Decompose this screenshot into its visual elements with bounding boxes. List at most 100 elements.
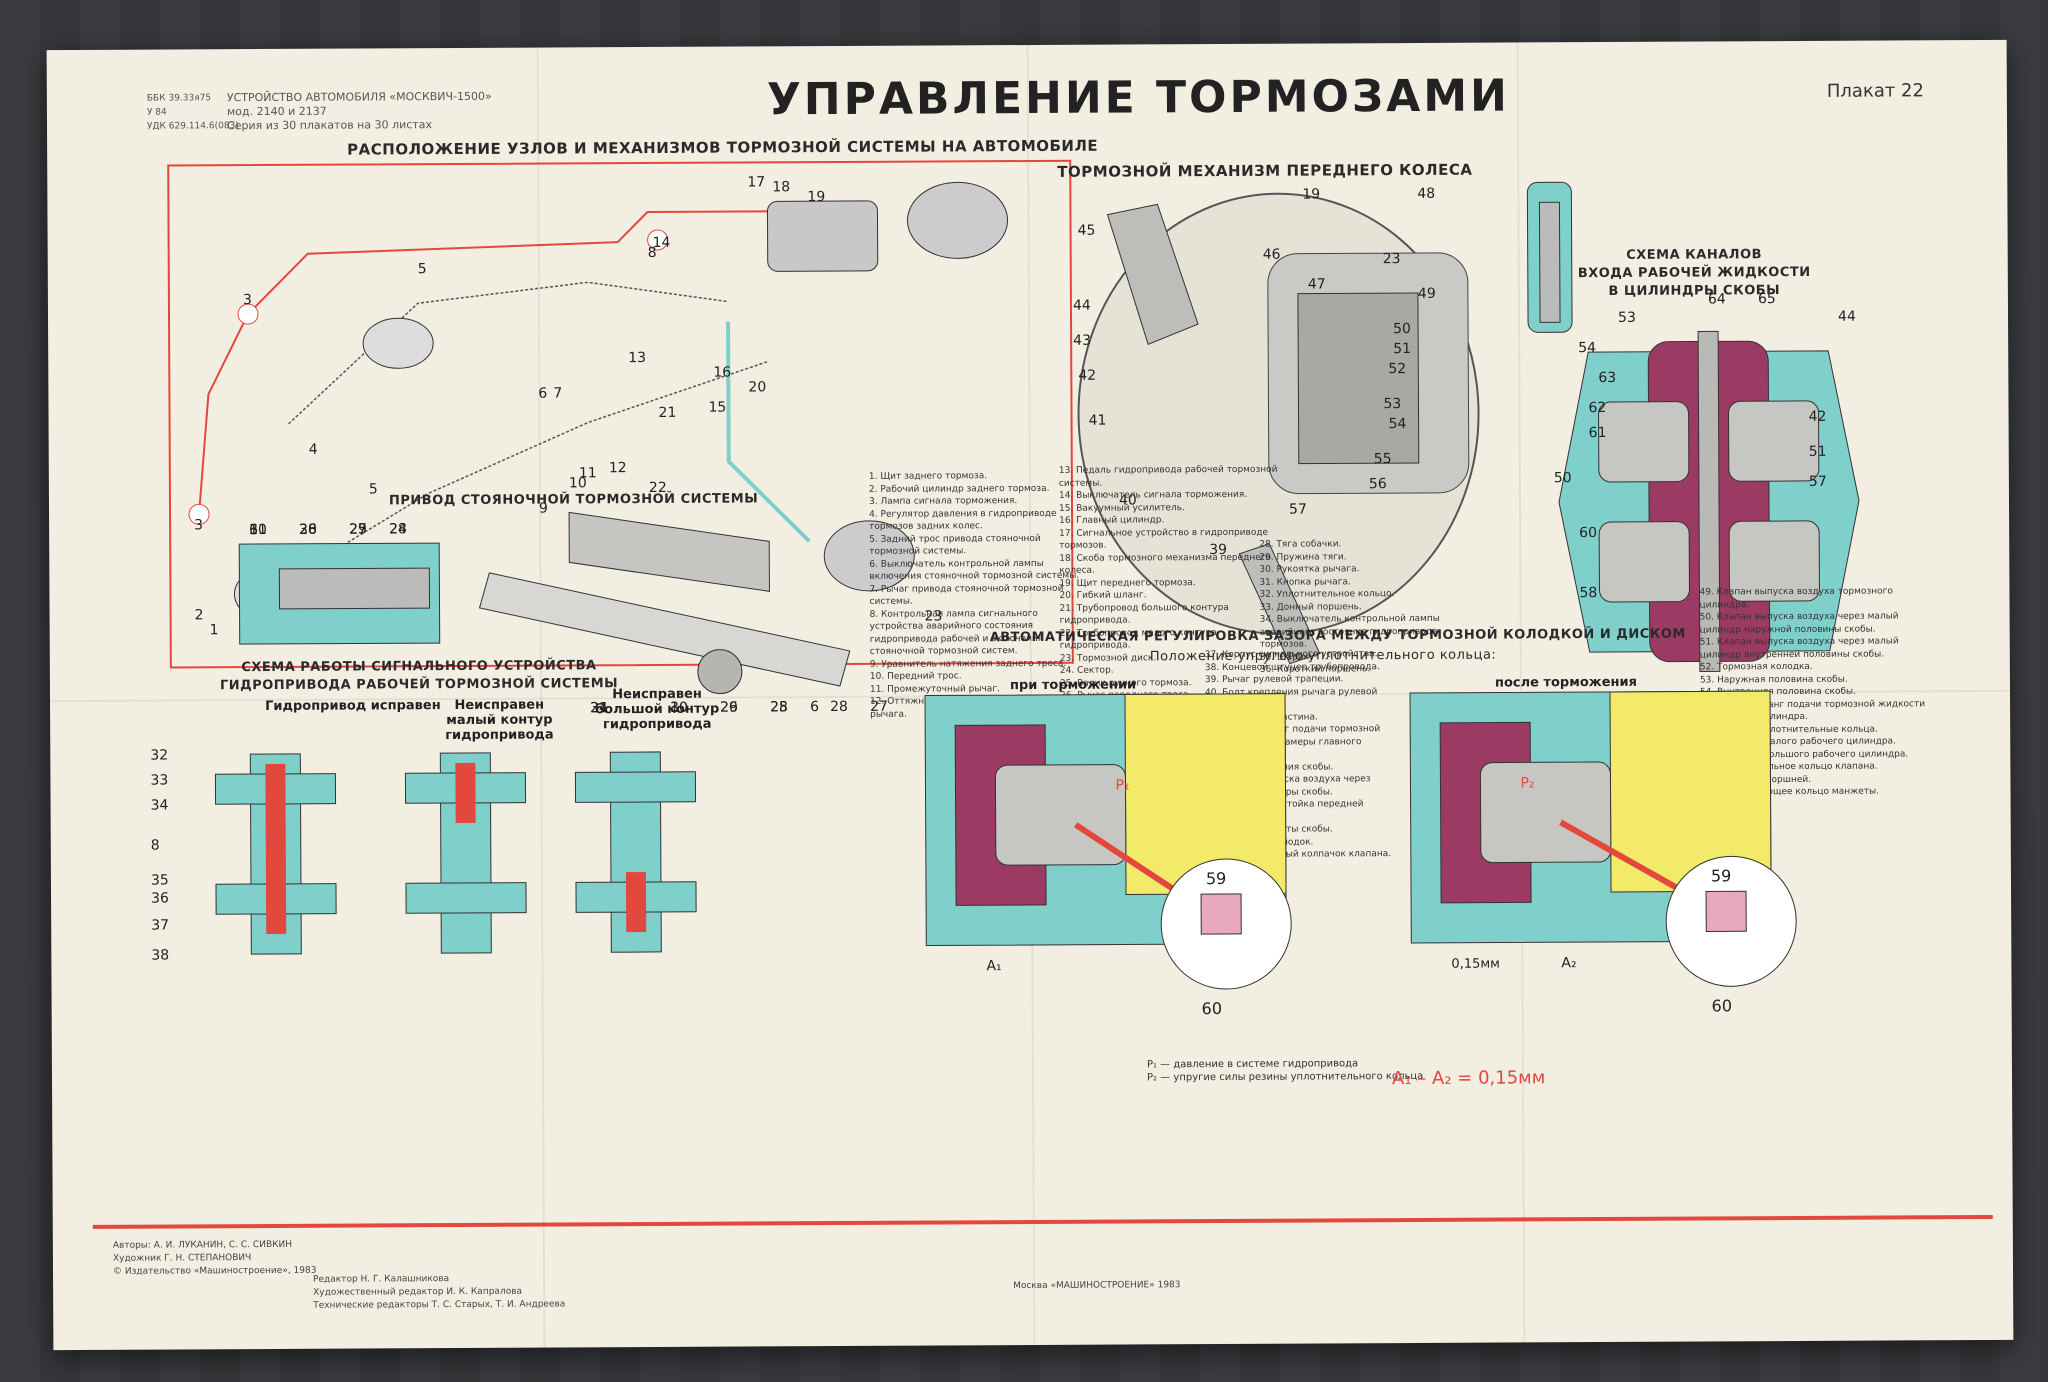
callout-number: 20 xyxy=(748,379,766,395)
callout-number: 13 xyxy=(628,350,646,366)
state-after-braking: после торможения xyxy=(1494,674,1637,691)
callout-number: 44 xyxy=(1838,309,1856,325)
piston xyxy=(1598,521,1690,603)
gap-label: 0,15мм xyxy=(1451,957,1500,972)
piston-cut xyxy=(994,764,1127,866)
callout-number: 19 xyxy=(807,189,825,205)
callout-number: 27 xyxy=(870,699,888,715)
callout-number: 42 xyxy=(1078,368,1096,384)
callout-number: 54 xyxy=(1389,416,1407,432)
callout-number: 41 xyxy=(1089,413,1107,429)
front-disc-right xyxy=(907,181,1009,259)
callout-number: 51 xyxy=(1809,444,1827,460)
cable-path xyxy=(288,281,729,425)
ring-callout: 59 xyxy=(1711,866,1731,885)
callout-number: 22 xyxy=(649,480,667,496)
callout-number: 36 xyxy=(151,891,169,907)
rear-drum-right xyxy=(362,317,434,369)
callout-number: 51 xyxy=(1393,341,1411,357)
callout-number: 2 xyxy=(195,607,204,623)
state-braking: при торможении xyxy=(1009,677,1137,694)
p1-label: P₁ xyxy=(1115,777,1129,793)
callout-number: 63 xyxy=(1598,370,1616,386)
callout-number: 6 xyxy=(538,386,547,402)
piston-callout: 60 xyxy=(1712,996,1732,1015)
section-title-front: ТОРМОЗНОЙ МЕХАНИЗМ ПЕРЕДНЕГО КОЛЕСА xyxy=(1057,160,1473,181)
callout-number: 18 xyxy=(772,179,790,195)
section-title-parking: ПРИВОД СТОЯНОЧНОЙ ТОРМОЗНОЙ СИСТЕМЫ xyxy=(388,491,759,509)
callout-number: 21 xyxy=(658,405,676,421)
callout-number: 5 xyxy=(369,481,378,497)
page-title: УПРАВЛЕНИЕ ТОРМОЗАМИ xyxy=(766,70,1511,126)
piston-cut xyxy=(1479,761,1612,864)
cable-path xyxy=(279,360,769,585)
valve-stem xyxy=(1538,201,1561,323)
callout-number: 28 xyxy=(299,522,317,538)
brake-disc xyxy=(1697,330,1721,672)
lamp-icon xyxy=(647,229,669,251)
callout-number: 8 xyxy=(648,245,657,261)
front-disc-left xyxy=(823,520,915,592)
callout-number: 52 xyxy=(1388,361,1406,377)
lever-bracket xyxy=(478,572,851,687)
callout-number: 23 xyxy=(925,608,943,624)
piston xyxy=(1728,520,1820,602)
a1-label: A₁ xyxy=(986,958,1001,974)
callout-number: 39 xyxy=(1209,542,1227,558)
piston xyxy=(1598,401,1690,483)
callout-number: 5 xyxy=(418,261,427,277)
callout-number: 38 xyxy=(151,948,169,964)
wire-path xyxy=(198,313,249,515)
signal-unit-large-fault xyxy=(574,751,697,953)
callout-number: 28 xyxy=(830,699,848,715)
callout-number: 53 xyxy=(1383,396,1401,412)
callout-number: 45 xyxy=(1078,223,1096,239)
callout-number: 11 xyxy=(579,465,597,481)
callout-number: 30 xyxy=(299,522,317,538)
callout-number: 10 xyxy=(249,522,267,538)
p2-label: P₂ xyxy=(1520,775,1534,791)
seal-ring xyxy=(1705,890,1747,932)
callout-number: 25 xyxy=(349,521,367,537)
section-title-layout: РАСПОЛОЖЕНИЕ УЗЛОВ И МЕХАНИЗМОВ ТОРМОЗНО… xyxy=(347,136,1099,159)
callout-number: 44 xyxy=(1073,298,1091,314)
wire-path xyxy=(247,210,788,315)
callout-number: 47 xyxy=(1308,276,1326,292)
callout-number: 26 xyxy=(720,700,738,716)
callout-number: 29 xyxy=(349,521,367,537)
ring-position-caption: Положение упругого уплотнительного кольц… xyxy=(1149,647,1497,665)
lamp-icon xyxy=(237,303,259,325)
callout-number: 24 xyxy=(590,700,608,716)
callout-number: 46 xyxy=(1263,247,1281,263)
callout-number: 49 xyxy=(1418,286,1436,302)
lever-spring xyxy=(278,567,431,610)
callout-number: 58 xyxy=(1579,585,1597,601)
callout-number: 17 xyxy=(747,174,765,190)
callout-number: 60 xyxy=(1579,525,1597,541)
callout-number: 6 xyxy=(249,522,258,538)
callout-number: 3 xyxy=(243,292,252,308)
library-code: ББК 39.33я75 У 84 УДК 629.114.6(083) xyxy=(146,93,239,132)
callout-number: 53 xyxy=(1618,310,1636,326)
callout-number: 16 xyxy=(713,365,731,381)
publisher-credit: Москва «МАШИНОСТРОЕНИЕ» 1983 xyxy=(1013,1280,1181,1292)
authors-credit: Авторы: А. И. ЛУКАНИН, С. С. СИВКИН Худо… xyxy=(112,1239,317,1277)
braking-state-diagram: P₁ 59 60 A₁ xyxy=(924,693,1292,1018)
callout-number: 12 xyxy=(609,460,627,476)
callout-number: 33 xyxy=(150,773,168,789)
callout-number: 9 xyxy=(539,501,548,517)
callout-number: 32 xyxy=(150,748,168,764)
callout-number: 31 xyxy=(590,700,608,716)
callout-number: 57 xyxy=(1809,474,1827,490)
callout-number: 64 xyxy=(1708,291,1726,307)
sector xyxy=(568,511,770,592)
callout-number: 25 xyxy=(770,699,788,715)
callout-number: 55 xyxy=(1374,451,1392,467)
callout-number: 14 xyxy=(653,235,671,251)
signal-unit-ok xyxy=(214,753,337,955)
ring-callout: 59 xyxy=(1206,869,1226,888)
